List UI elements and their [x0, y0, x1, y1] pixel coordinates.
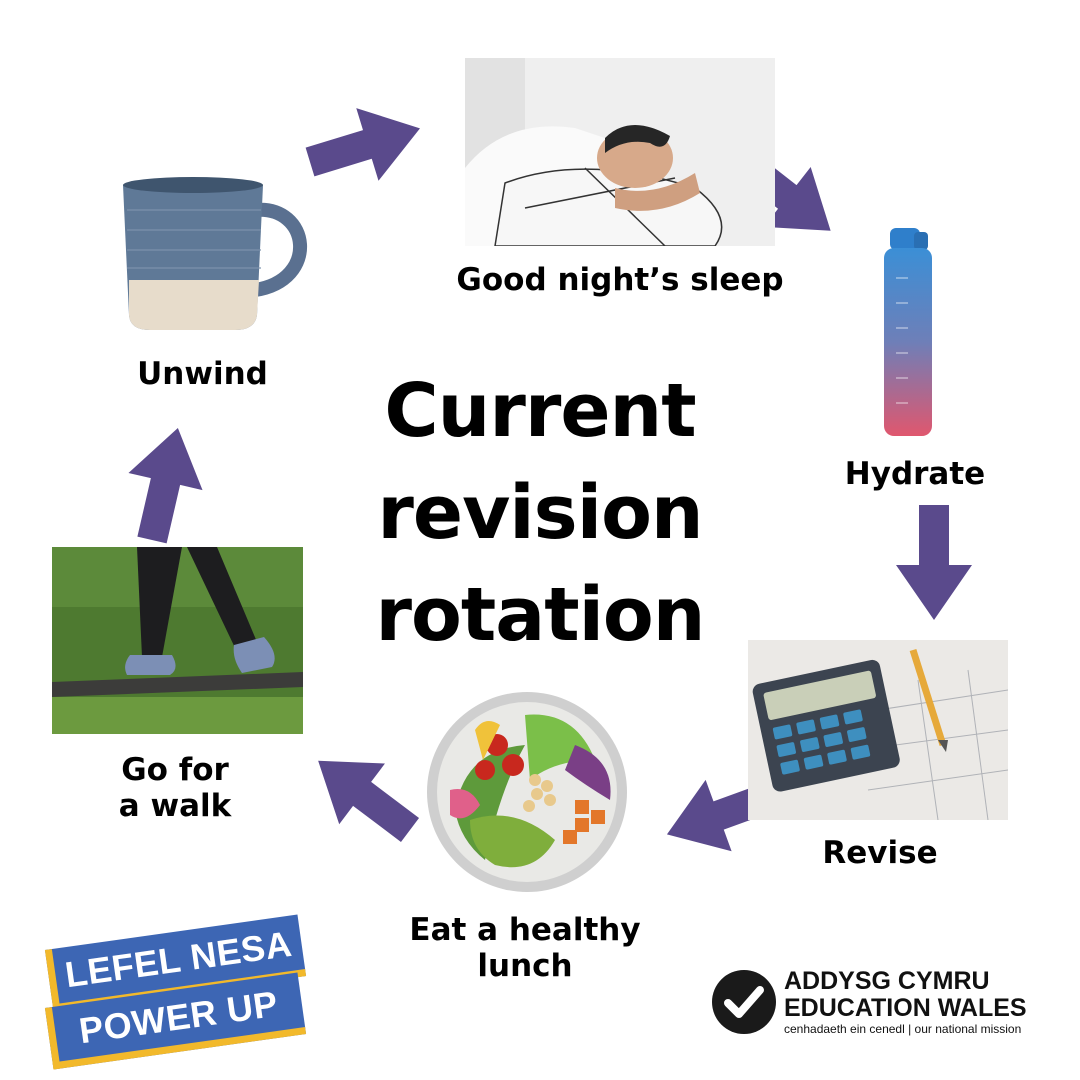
calculator-image — [748, 640, 1008, 820]
salad-bowl-image — [425, 690, 630, 895]
mug-image — [105, 170, 325, 335]
step-label-lunch-line1: Eat a healthy — [409, 912, 641, 948]
title-line1: Current — [384, 368, 696, 454]
lefel-nesa-logo: LEFEL NESA POWER UP — [44, 912, 308, 1070]
ew-tagline: cenhadaeth ein cenedl | our national mis… — [784, 1022, 1022, 1036]
education-wales-logo: ADDYSG CYMRU EDUCATION WALES cenhadaeth … — [712, 968, 1042, 1038]
step-label-revise: Revise — [822, 835, 938, 871]
title-line3: rotation — [375, 572, 706, 658]
ew-welsh-name: ADDYSG CYMRU — [784, 967, 990, 995]
checkmark-icon — [712, 970, 776, 1034]
step-label-walk-line1: Go for — [121, 752, 229, 788]
ew-english-name: EDUCATION WALES — [784, 994, 1027, 1022]
step-label-sleep: Good night’s sleep — [456, 262, 784, 298]
arrow-lunch-to-walk — [295, 730, 433, 861]
step-label-walk: Go for a walk — [90, 752, 260, 824]
page-title: Current revision rotation — [330, 360, 750, 666]
step-label-lunch-line2: lunch — [477, 948, 573, 984]
step-label-lunch: Eat a healthy lunch — [380, 912, 670, 984]
step-label-unwind: Unwind — [137, 356, 268, 392]
sleep-image — [465, 58, 775, 246]
step-label-walk-line2: a walk — [118, 788, 232, 824]
arrow-hydrate-to-revise — [896, 505, 972, 620]
arrow-walk-to-unwind — [114, 419, 215, 549]
step-label-hydrate: Hydrate — [844, 456, 986, 492]
water-bottle-image — [878, 228, 938, 438]
walking-image — [52, 547, 303, 734]
title-line2: revision — [377, 470, 703, 556]
